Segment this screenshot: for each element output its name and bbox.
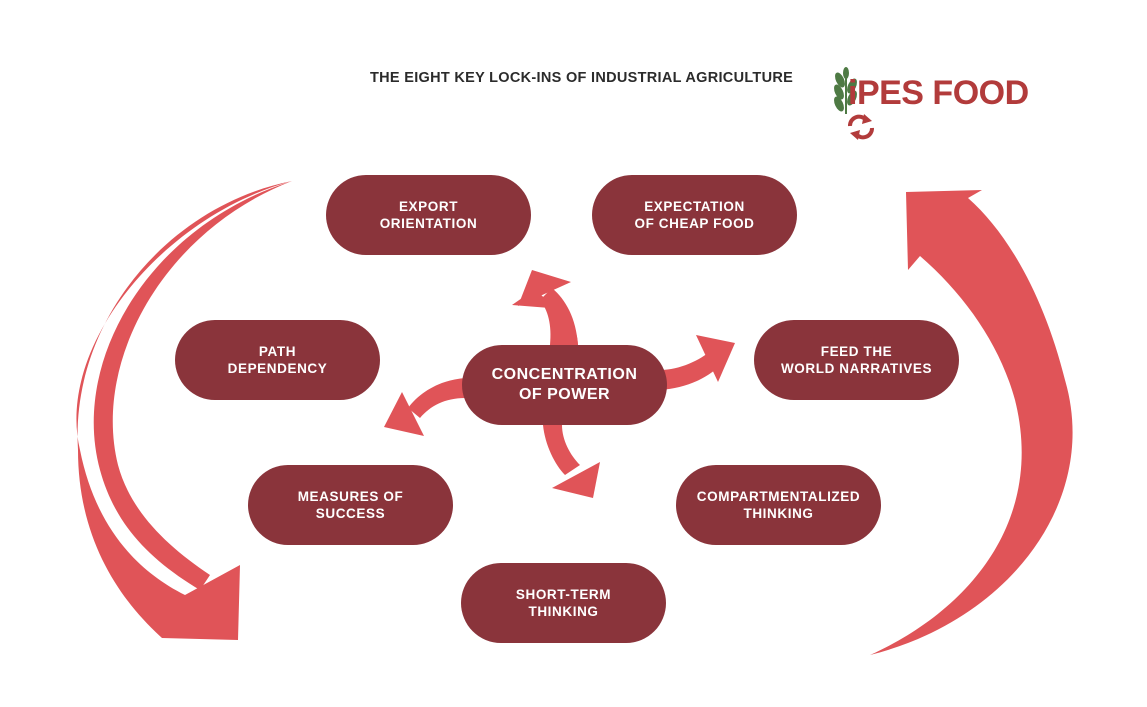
node-export-orientation: EXPORT ORIENTATION — [326, 175, 531, 255]
right-cycle-arrow — [870, 190, 1073, 655]
diagram-title: THE EIGHT KEY LOCK-INS OF INDUSTRIAL AGR… — [370, 70, 794, 86]
node-short-term-thinking: SHORT-TERM THINKING — [461, 563, 666, 643]
node-short-term-thinking-label: SHORT-TERM THINKING — [515, 587, 612, 619]
node-compartmentalized-thinking: COMPARTMENTALIZED THINKING — [676, 465, 881, 545]
logo-text: iPES FOOD — [848, 74, 1029, 112]
node-measures-of-success: MEASURES OF SUCCESS — [248, 465, 453, 545]
arrow-to-export-shaft — [540, 288, 578, 345]
node-expectation-cheap-food-label: EXPECTATION OF CHEAP FOOD — [634, 199, 755, 231]
ipes-food-logo: iPES FOOD — [826, 66, 1046, 146]
arrow-to-path-head — [384, 392, 424, 436]
arrow-to-export-head — [518, 270, 571, 306]
arrow-to-measures-shaft — [543, 425, 580, 475]
arrow-to-feed-head — [696, 335, 735, 382]
arrow-to-path-shaft — [408, 378, 465, 418]
node-concentration-of-power: CONCENTRATION OF POWER — [462, 345, 667, 425]
node-measures-of-success-label: MEASURES OF SUCCESS — [297, 489, 404, 521]
node-compartmentalized-thinking-label: COMPARTMENTALIZED THINKING — [696, 489, 861, 521]
node-feed-the-world-label: FEED THE WORLD NARRATIVES — [780, 344, 933, 376]
arrow-to-feed-shaft — [660, 350, 722, 390]
node-expectation-cheap-food: EXPECTATION OF CHEAP FOOD — [592, 175, 797, 255]
node-export-orientation-label: EXPORT ORIENTATION — [379, 199, 478, 231]
node-feed-the-world: FEED THE WORLD NARRATIVES — [754, 320, 959, 400]
node-path-dependency: PATH DEPENDENCY — [175, 320, 380, 400]
wheat-icon — [834, 67, 857, 114]
arrow-to-measures-head — [552, 462, 600, 498]
node-path-dependency-label: PATH DEPENDENCY — [227, 344, 328, 376]
cycle-arrows-icon — [848, 114, 874, 140]
node-concentration-of-power-label: CONCENTRATION OF POWER — [491, 366, 638, 403]
